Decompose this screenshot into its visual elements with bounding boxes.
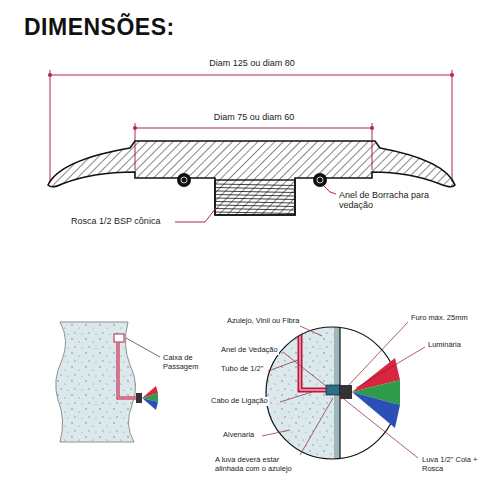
luminaire (340, 385, 352, 399)
light-rays (142, 386, 158, 410)
dimension-label: Diam 125 ou diam 80 (166, 58, 338, 68)
cable (118, 342, 136, 398)
part-label: Alvenaria (222, 431, 255, 440)
dimension-label: Diam 75 ou diam 60 (168, 112, 340, 122)
wall (56, 322, 136, 442)
part-label: Caixa de Passagem (162, 354, 214, 371)
page-title: DIMENSÕES: (24, 14, 175, 40)
junction-box (114, 334, 124, 342)
part-label: Luva 1/2" Cola + Rosca (421, 456, 483, 473)
part-label: Luminária (427, 341, 462, 350)
leader-lines (262, 322, 425, 458)
light-rays (352, 358, 400, 428)
screw-thread (216, 184, 294, 214)
part-label: Furo máx. 25mm (410, 314, 469, 323)
leader-lines (175, 186, 336, 222)
lamp-section (48, 141, 455, 215)
part-label: Anel de Vedação (220, 346, 279, 355)
part-label: Anel de Borracha para vedação (338, 190, 435, 211)
o-rings (177, 173, 327, 187)
zoom-detail (260, 320, 340, 470)
dimension-ends (48, 73, 454, 130)
part-label: Azulejo, Vinil ou Fibra (226, 317, 300, 326)
part-label: Rosca 1/2 BSP cônica (70, 216, 161, 226)
leader-line (126, 338, 160, 357)
part-label: Cabo de Ligação (210, 397, 269, 406)
part-label: Tubo de 1/2" (220, 365, 264, 374)
pipe (118, 342, 136, 398)
lamp (136, 393, 142, 403)
note: A luva deverá estar alinhada com o azule… (214, 456, 306, 473)
